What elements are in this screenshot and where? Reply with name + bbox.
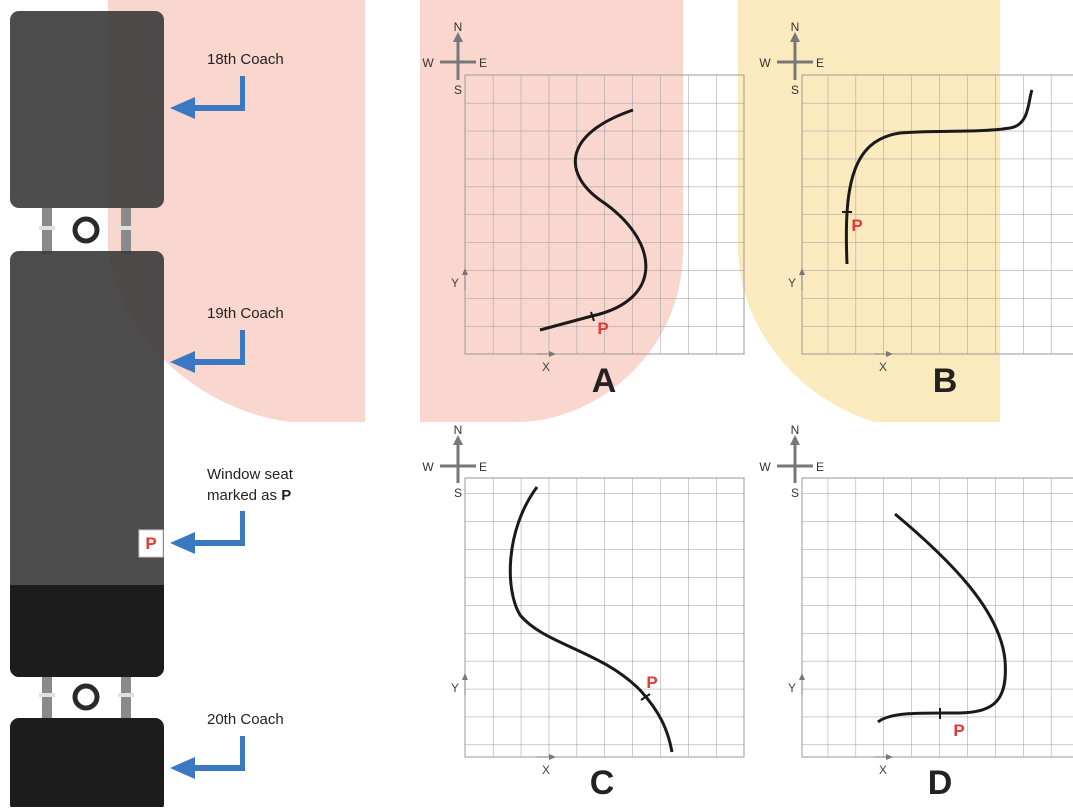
svg-text:X: X: [542, 360, 550, 374]
svg-text:E: E: [816, 56, 824, 70]
panel-c: N S W E Y X P C: [422, 423, 745, 802]
svg-text:S: S: [791, 83, 799, 97]
svg-text:S: S: [454, 83, 462, 97]
svg-text:Y: Y: [788, 681, 796, 695]
svg-text:S: S: [791, 486, 799, 500]
train: P: [10, 11, 164, 812]
svg-text:E: E: [816, 460, 824, 474]
coach-19-label: 19th Coach: [207, 305, 284, 322]
svg-text:W: W: [422, 460, 434, 474]
panel-c-label: C: [590, 764, 615, 802]
axis-markers: Y X: [788, 268, 893, 374]
seat-p-label: P: [145, 534, 156, 553]
coach-annotations: 18th Coach 19th Coach Window seat marked…: [170, 51, 294, 779]
coach-19-dark-end: [10, 585, 164, 677]
axis-markers: Y X: [788, 673, 893, 777]
svg-text:N: N: [454, 20, 463, 34]
route-curve: [877, 512, 1007, 724]
panel-b: N S W E Y X P B: [759, 20, 1073, 400]
svg-text:W: W: [759, 460, 771, 474]
svg-text:X: X: [542, 763, 550, 777]
svg-text:E: E: [479, 56, 487, 70]
svg-text:E: E: [479, 460, 487, 474]
arrow-icon: [170, 736, 245, 779]
compass-icon: N S W E: [759, 20, 824, 97]
svg-text:Y: Y: [451, 681, 459, 695]
compass-icon: N S W E: [759, 423, 824, 500]
coach-20: [10, 718, 164, 812]
point-p-label: P: [597, 319, 608, 338]
coach-18-label: 18th Coach: [207, 51, 284, 68]
svg-text:Y: Y: [451, 276, 459, 290]
point-p-label: P: [851, 216, 862, 235]
svg-text:W: W: [422, 56, 434, 70]
seat-p-marker: P: [138, 529, 164, 558]
panel-b-label: B: [933, 362, 958, 400]
pink-highlight-left: [108, 0, 365, 422]
svg-text:N: N: [454, 423, 463, 437]
axis-markers: Y X: [451, 673, 556, 777]
route-curve: [539, 108, 648, 332]
svg-text:X: X: [879, 360, 887, 374]
panel-d: N S W E Y X P D: [759, 423, 1073, 802]
panel-d-label: D: [928, 764, 953, 802]
svg-text:N: N: [791, 423, 800, 437]
coupler-top: [39, 208, 134, 254]
coach-18: [10, 11, 164, 208]
svg-text:X: X: [879, 763, 887, 777]
svg-text:Y: Y: [788, 276, 796, 290]
coach-19: [10, 251, 164, 677]
svg-text:W: W: [759, 56, 771, 70]
axis-markers: Y X: [451, 268, 556, 374]
seat-note-line2: marked as P: [207, 487, 291, 504]
svg-text:N: N: [791, 20, 800, 34]
svg-text:S: S: [454, 486, 462, 500]
point-p-label: P: [646, 673, 657, 692]
panel-a: N S W E Y X P A: [422, 20, 745, 400]
coupler-bottom: [39, 677, 134, 720]
compass-icon: N S W E: [422, 20, 487, 97]
route-curve: [508, 486, 674, 753]
seat-note-line1: Window seat: [207, 466, 294, 483]
route-curve: [844, 89, 1034, 265]
point-p-label: P: [953, 721, 964, 740]
panel-a-label: A: [592, 362, 617, 400]
coach-20-label: 20th Coach: [207, 711, 284, 728]
arrow-icon: [170, 511, 245, 554]
compass-icon: N S W E: [422, 423, 487, 500]
